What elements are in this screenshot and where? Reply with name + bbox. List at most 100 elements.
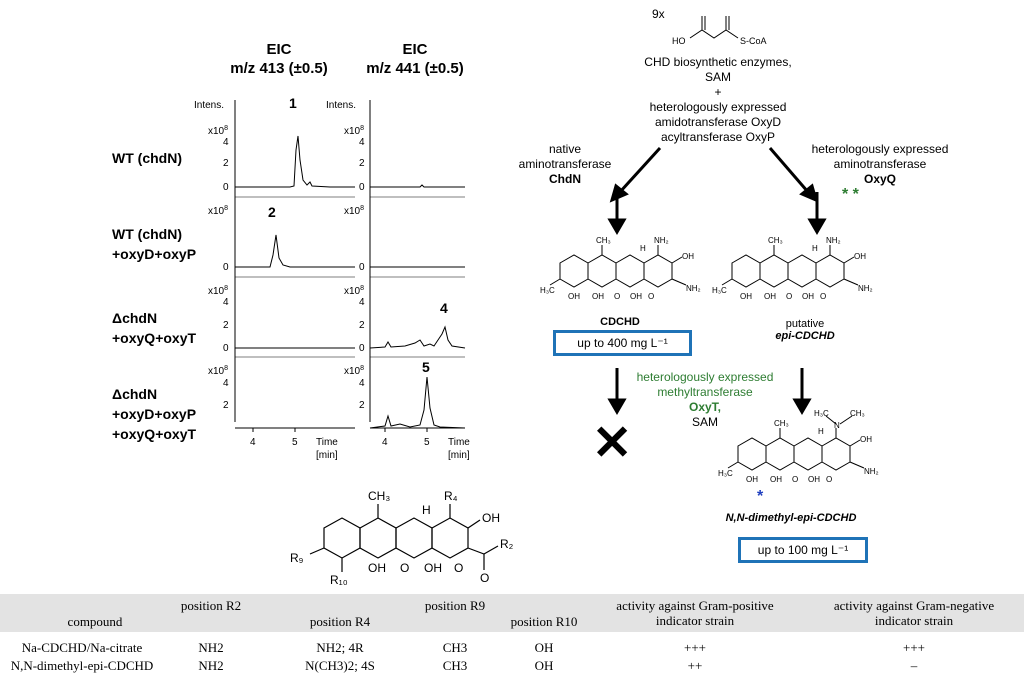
gen-oh2: OH (368, 561, 386, 575)
cdchd-name: CDCHD (600, 316, 640, 328)
row-label-4: ΔchdN +oxyD+oxyP +oxyQ+oxyT (112, 384, 196, 444)
gen-r10: R₁₀ (330, 573, 348, 587)
ytick-right-r3-4: 4 (359, 297, 365, 308)
native-line-3: ChdN (549, 172, 581, 186)
trace-r3-right (369, 325, 466, 349)
epi-cdchd-structure: CH₃ H NH₂ OH H₃C OH OH O OH O NH₂ (712, 236, 873, 301)
oxyt-line-1: heterologously expressed (636, 370, 774, 384)
ytick-right-r2-0: 0 (359, 262, 365, 273)
enzymes-line-1: CHD biosynthetic enzymes, (644, 55, 792, 69)
table-row-1-r2: NH2 (198, 640, 224, 655)
peak-label-4: 4 (440, 300, 448, 316)
dimethyl-star: * (757, 488, 764, 505)
blocked-cross-icon: ✕ (592, 417, 633, 470)
oxyt-line-4: SAM (691, 415, 718, 429)
th-r9: position R9 (424, 598, 486, 613)
row-4-line-2: +oxyD+oxyP (112, 406, 197, 422)
scale-right-4: x108 (344, 365, 364, 377)
table-row-2-compound: N,N-dimethyl-epi-CDCHD (10, 658, 154, 673)
cdchd-oh4: OH (630, 292, 642, 301)
eic-right-title: EIC m/z 441 (±0.5) (350, 40, 480, 78)
peak-label-2: 2 (268, 204, 276, 220)
oxyq-line-1: heterologously expressed (811, 142, 949, 156)
epi-nh2: NH₂ (826, 236, 841, 245)
table-row-1-r9: CH3 (442, 640, 468, 655)
dm-h: H (818, 427, 824, 436)
row-label-3: ΔchdN +oxyQ+oxyT (112, 308, 196, 348)
pathway-arrows (607, 146, 827, 415)
gen-o3: O (480, 571, 489, 585)
scale-left-3: x108 (208, 285, 228, 297)
enzymes-note: CHD biosynthetic enzymes, SAM + heterolo… (620, 55, 816, 145)
eic-left-title-text: EIC (266, 41, 292, 58)
th-compound: compound (67, 614, 123, 629)
row-2-line-1: WT (chdN) (112, 226, 182, 242)
dimethyl-name: N,N-dimethyl-epi-CDCHD (725, 512, 857, 524)
row-label-1: WT (chdN) (112, 148, 182, 168)
xtick-left-5: 5 (292, 437, 298, 448)
ytick-right-r3-2: 2 (359, 320, 365, 331)
epi-line-2: epi-CDCHD (775, 330, 835, 342)
table-header: compound position R2 position R4 positio… (0, 594, 1024, 632)
dm-nh2b: NH₂ (864, 467, 879, 476)
time-unit-right: [min] (448, 450, 470, 461)
cdchd-nh2: NH₂ (654, 236, 669, 245)
time-label-left: Time (316, 437, 338, 448)
peak-label-1: 1 (289, 95, 297, 111)
epi-nh2b: NH₂ (858, 284, 873, 293)
dm-o2: O (826, 475, 832, 484)
generic-structure: CH₃ R₄ H OH R₉ R₁₀ OH O OH O O R₂ (290, 489, 514, 587)
time-unit-left: [min] (316, 450, 338, 461)
oxyt-line-3: OxyT, (688, 400, 721, 414)
th-gram-neg: activity against Gram-negative indicator… (833, 598, 995, 628)
time-label-right: Time (448, 437, 470, 448)
dm-oh3: OH (770, 475, 782, 484)
cdchd-structure: CH₃ H NH₂ OH H₃C OH OH O OH O NH₂ (540, 236, 701, 301)
epi-h3c: H₃C (712, 286, 727, 295)
row-label-2: WT (chdN) +oxyD+oxyP (112, 224, 196, 264)
epi-cdchd-label: putative epi-CDCHD (760, 318, 850, 342)
oxyq-stars: * * (842, 186, 859, 203)
row-3-line-1: ΔchdN (112, 310, 158, 326)
gen-r2: R₂ (500, 537, 514, 551)
dm-oh4: OH (808, 475, 820, 484)
scale-left-2: x108 (208, 205, 228, 217)
native-line-1: native (548, 142, 582, 156)
scale-right-2: x108 (344, 205, 364, 217)
intens-label-right: Intens. (326, 100, 356, 111)
dm-n: N (834, 421, 840, 430)
table-row-1-gram-neg: +++ (903, 640, 925, 655)
oxyt-line-2: methyltransferase (657, 385, 753, 399)
ytick-r1-2: 2 (223, 158, 229, 169)
table-row-2-r9: CH3 (442, 658, 468, 673)
ytick-r1-0: 0 (223, 182, 229, 193)
activity-table: compound position R2 position R4 positio… (0, 594, 1024, 692)
intens-label-left: Intens. (194, 100, 224, 111)
trace-r4-right (369, 376, 466, 429)
scale-left-1: x108 (208, 125, 228, 137)
hetero-line-2: amidotransferase OxyD (654, 115, 782, 129)
dimethyl-structure: H₃C CH₃ N CH₃ H OH H₃C OH OH O OH O NH₂ (718, 409, 879, 484)
scale-left-4: x108 (208, 365, 228, 377)
substrate-count: 9x (652, 7, 665, 21)
ytick-right-r1-4: 4 (359, 137, 365, 148)
epi-oh2: OH (740, 292, 752, 301)
xtick-left-4: 4 (250, 437, 256, 448)
epi-ch3: CH₃ (768, 236, 783, 245)
trace-r2-left (235, 234, 355, 268)
th-r4: position R4 (309, 614, 371, 629)
table-row-1-r4: NH2; 4R (316, 640, 364, 655)
epi-line-1: putative (785, 318, 825, 330)
epi-oh4: OH (802, 292, 814, 301)
xtick-right-4: 4 (382, 437, 388, 448)
oxyq-line-3: OxyQ (863, 172, 896, 186)
th-gram-pos: activity against Gram-positive indicator… (616, 598, 774, 628)
table-row-1-r10: OH (534, 640, 554, 655)
dm-h3c-top: H₃C (814, 409, 829, 418)
dimethyl-yield: up to 100 mg L⁻¹ (757, 543, 849, 557)
cdchd-oh1: OH (682, 252, 694, 261)
cdchd-oh2: OH (568, 292, 580, 301)
th-r10: position R10 (510, 614, 578, 629)
peak-label-5: 5 (422, 359, 430, 375)
trace-r1-right (370, 184, 465, 188)
